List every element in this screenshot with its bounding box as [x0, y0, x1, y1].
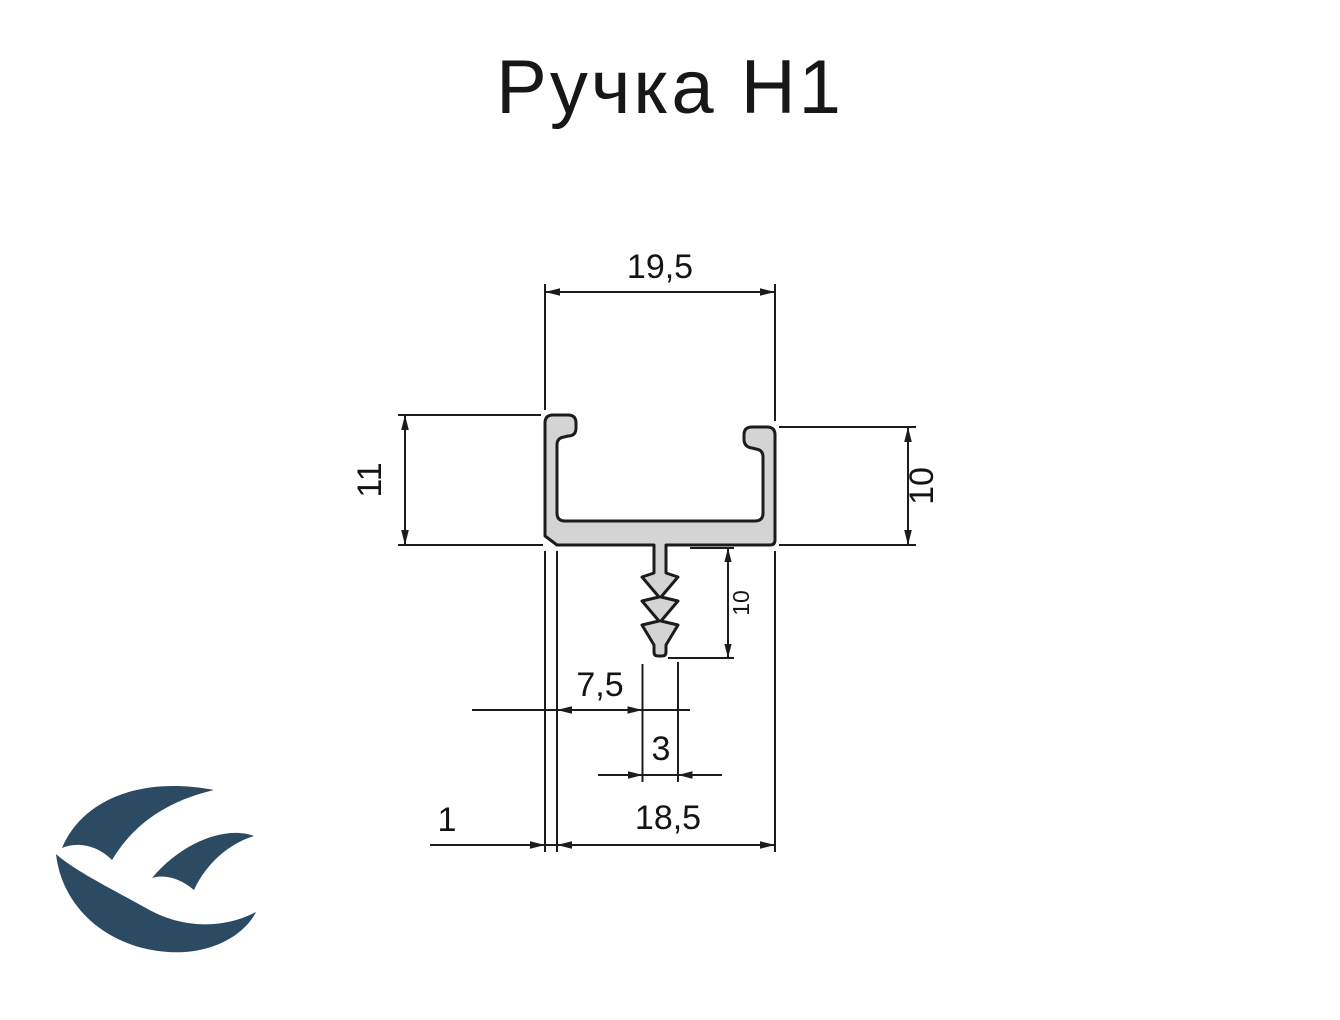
- page-title: Ручка Н1: [496, 45, 844, 130]
- logo-wing-right: [152, 832, 254, 890]
- extension-lines: [398, 284, 916, 852]
- dimension-stem-width: 3: [598, 730, 722, 779]
- dimension-right-height: 10: [903, 427, 941, 545]
- dimension-left-height: 11: [351, 415, 409, 545]
- dim-label-wall-thickness: 1: [438, 801, 457, 839]
- dim-label-stem-length: 10: [728, 590, 754, 616]
- seagull-logo: [56, 786, 256, 953]
- logo-swoosh: [56, 854, 256, 953]
- dim-label-top-width: 19,5: [627, 248, 693, 286]
- dim-label-stem-offset: 7,5: [576, 666, 623, 704]
- dim-label-bottom-width: 18,5: [635, 799, 701, 837]
- dim-label-left-height: 11: [351, 462, 389, 497]
- dim-label-right-height: 10: [903, 467, 941, 505]
- dimension-stem-length: 10: [724, 548, 754, 658]
- profile-cross-section: [543, 413, 777, 658]
- dimension-stem-offset: 7,5: [472, 666, 690, 714]
- logo-wing-upper: [62, 786, 214, 860]
- dimension-top-width: 19,5: [545, 248, 775, 296]
- dim-label-stem-width: 3: [652, 730, 671, 768]
- dimension-bottom: 1 18,5: [430, 799, 775, 849]
